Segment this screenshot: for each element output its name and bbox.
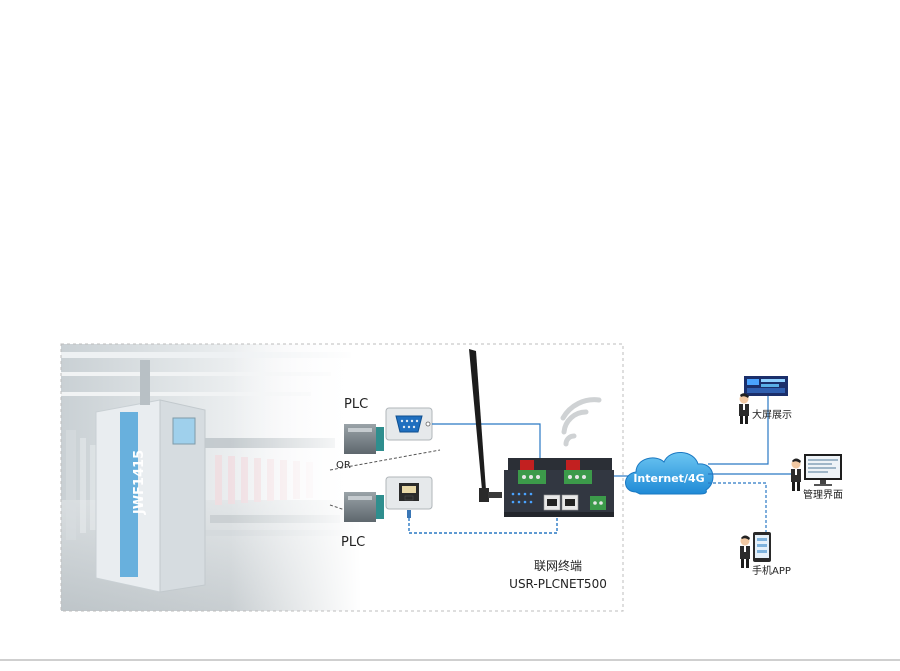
link-mobile-app: [708, 482, 767, 533]
spinning-machine: JWF1415: [95, 360, 206, 593]
serial-link: [432, 423, 541, 466]
management-client: 管理界面: [791, 454, 843, 501]
machine-model-text: JWF1415: [132, 450, 147, 515]
person-icon: [739, 393, 749, 424]
rj45-port-icon: [399, 483, 419, 501]
plc-top-label: PLC: [344, 397, 368, 412]
gateway-model: USR-PLCNET500: [509, 577, 607, 591]
site-boundary: [60, 343, 624, 612]
or-text: OR: [336, 460, 351, 471]
monitor-icon: [804, 454, 842, 486]
person-icon: [740, 535, 750, 568]
antenna-icon: [469, 349, 502, 502]
power-terminal: [590, 496, 606, 510]
phone-icon: [753, 532, 771, 562]
cloud-icon: [625, 452, 714, 495]
plc-bottom-label: PLC: [341, 535, 365, 550]
machine-link-top: [329, 449, 441, 471]
mobile-app-client: 手机APP: [740, 532, 791, 577]
plc-serial: PLC: [344, 397, 433, 454]
status-leds: [511, 492, 533, 504]
gateway-ethernet-ports: [543, 494, 579, 511]
bottom-divider: [0, 659, 900, 661]
cloud-label: Internet/4G: [633, 472, 704, 485]
dashboard-screen-icon: [744, 376, 788, 396]
db9-serial-port-icon: [395, 415, 423, 433]
terminal-block-right: [564, 460, 592, 484]
gateway-name-cn: 联网终端: [534, 558, 582, 573]
wifi-signal-icon: [560, 397, 602, 447]
link-big-screen: [708, 392, 769, 465]
big-screen-label: 大屏展示: [752, 408, 792, 421]
ethernet-link: [408, 508, 558, 534]
factory-background: JWF1415: [61, 344, 361, 611]
terminal-block-left: [518, 460, 546, 484]
management-label: 管理界面: [803, 488, 843, 501]
gateway-device: [469, 349, 614, 517]
mobile-app-label: 手机APP: [752, 564, 791, 577]
person-icon: [791, 458, 801, 491]
plc-ethernet: PLC: [341, 476, 433, 550]
machine-link-bottom: [329, 504, 346, 511]
big-screen-client: 大屏展示: [739, 376, 792, 424]
